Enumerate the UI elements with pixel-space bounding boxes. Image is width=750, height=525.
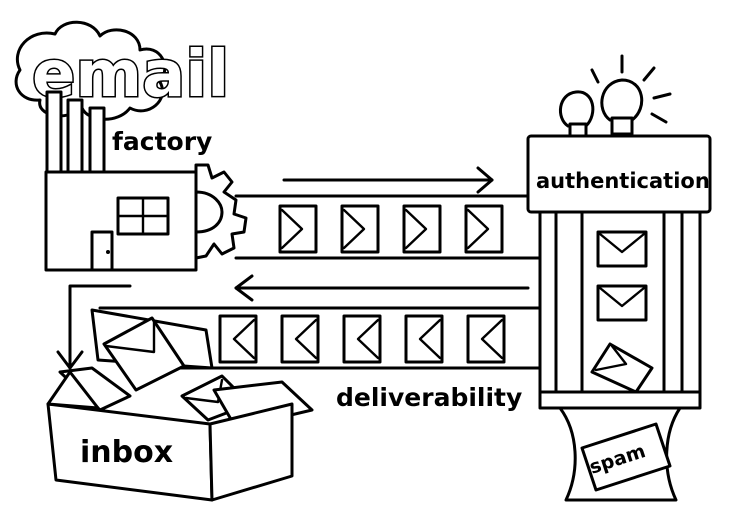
envelope-icon — [218, 314, 258, 364]
inbox-arrow — [56, 284, 132, 370]
return-envelopes — [218, 314, 584, 364]
return-arrow — [234, 274, 530, 302]
lightbulb-icon — [559, 90, 595, 138]
envelope-icon — [404, 314, 444, 364]
envelope-icon — [596, 230, 648, 268]
envelope-icon — [342, 314, 382, 364]
machine-envelopes — [590, 230, 654, 394]
outbound-envelopes — [278, 204, 504, 254]
envelope-icon — [278, 204, 318, 254]
envelope-icon — [464, 204, 504, 254]
envelope-icon — [596, 284, 648, 322]
envelope-icon — [402, 204, 442, 254]
envelope-icon — [280, 314, 320, 364]
spam-tag — [580, 422, 672, 492]
lightbulb-icon — [600, 78, 644, 136]
logo-text: email — [32, 38, 229, 112]
outbound-conveyor — [234, 194, 542, 260]
envelope-icon — [102, 316, 186, 392]
outbound-arrow — [282, 166, 494, 194]
factory-building — [44, 170, 198, 272]
factory-label: factory — [112, 127, 212, 156]
inbox-box — [46, 308, 314, 502]
envelope-icon — [590, 342, 654, 394]
authentication-label: authentication — [536, 169, 710, 193]
gear-icon — [194, 163, 248, 260]
envelope-icon — [340, 204, 380, 254]
inbox-label: inbox — [80, 435, 173, 470]
deliverability-label: deliverability — [336, 383, 522, 412]
envelope-icon — [466, 314, 506, 364]
return-conveyor — [98, 306, 582, 370]
light-rays — [590, 54, 672, 124]
